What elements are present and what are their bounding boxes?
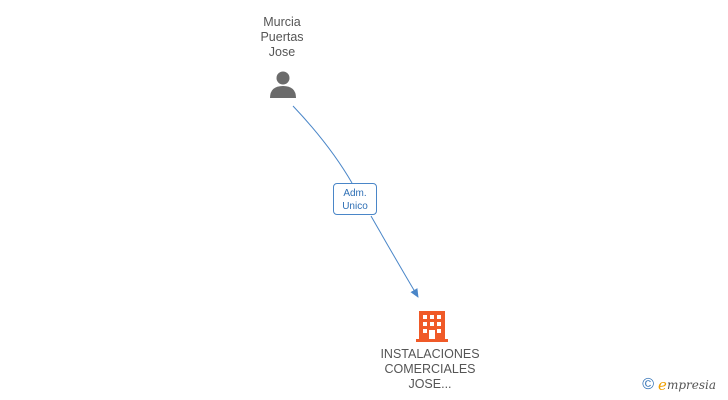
person-name-line-3: Jose <box>268 45 296 59</box>
role-badge[interactable]: Adm. Unico <box>333 183 377 215</box>
company-name-line-1: INSTALACIONES <box>380 347 480 361</box>
relation-edge-arrow <box>370 215 419 298</box>
role-line-1: Adm. <box>343 188 367 199</box>
brand-logo-letter: e <box>658 376 667 394</box>
person-name-line-2: Puertas <box>260 30 304 44</box>
role-line-2: Unico <box>342 201 368 212</box>
company-name-label[interactable]: INSTALACIONES COMERCIALES JOSE... <box>360 347 500 392</box>
copyright-icon: © <box>642 376 655 393</box>
relation-edge-upper <box>292 105 353 184</box>
brand-logo-text: mpresia <box>666 378 716 392</box>
person-name-line-1: Murcia <box>263 15 301 29</box>
company-name-line-2: COMERCIALES <box>384 362 476 376</box>
building-icon[interactable] <box>416 309 448 343</box>
person-icon[interactable] <box>268 70 298 100</box>
company-name-line-3: JOSE... <box>408 377 452 391</box>
person-name-label[interactable]: Murcia Puertas Jose <box>232 15 332 60</box>
